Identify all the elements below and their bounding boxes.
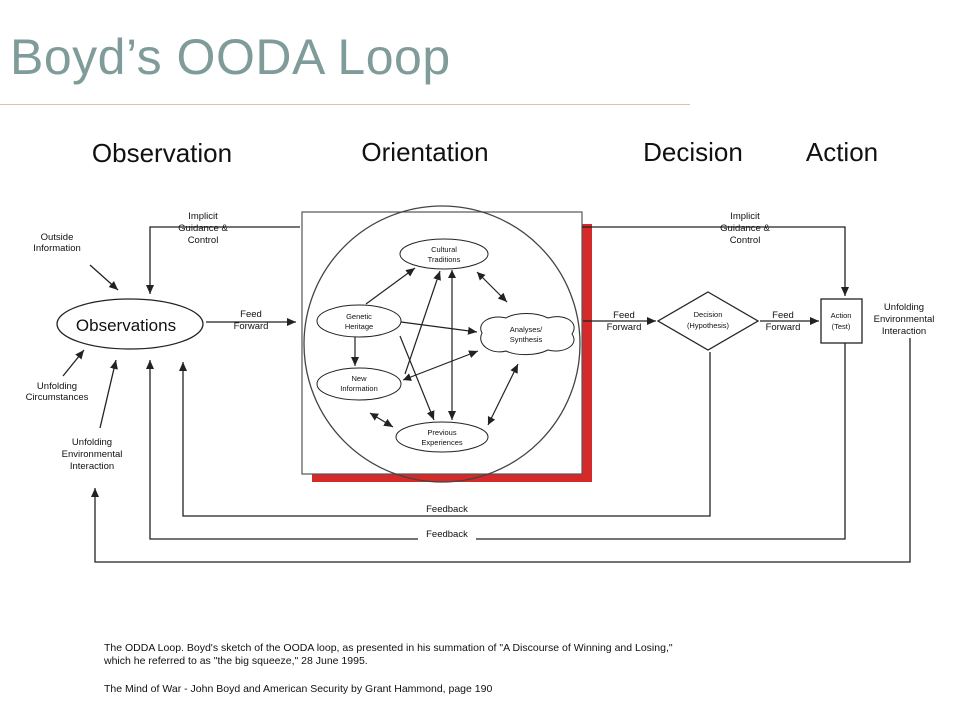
implicit-guidance-right-label: Implicit Guidance & Control xyxy=(720,211,770,246)
new-information-line2: Information xyxy=(340,384,378,393)
orientation-circle xyxy=(303,205,581,483)
svg-text:Environmental: Environmental xyxy=(62,449,123,460)
svg-text:Guidance &: Guidance & xyxy=(178,223,228,234)
orientation-arrows xyxy=(351,267,519,428)
previous-experiences-line2: Experiences xyxy=(421,438,463,447)
feedback-1-label: Feedback xyxy=(426,504,468,515)
caption-source: The Mind of War - John Boyd and American… xyxy=(104,683,493,695)
svg-text:Forward: Forward xyxy=(234,321,269,332)
caption-line1: The ODDA Loop. Boyd's sketch of the OODA… xyxy=(104,642,673,654)
previous-experiences-line1: Previous xyxy=(427,428,456,437)
svg-text:Feed: Feed xyxy=(613,310,635,321)
unfolding-env-right-label: Unfolding Environmental Interaction xyxy=(874,302,935,337)
unfolding-env-left-label: Unfolding Environmental Interaction xyxy=(62,437,123,472)
analyses-synthesis-line2: Synthesis xyxy=(510,335,543,344)
svg-text:Interaction: Interaction xyxy=(70,461,114,472)
svg-text:Control: Control xyxy=(188,235,219,246)
svg-text:Forward: Forward xyxy=(607,322,642,333)
new-information-node: New Information xyxy=(316,367,402,401)
action-line1: Action xyxy=(831,311,852,320)
decision-node: Decision (Hypothesis) xyxy=(656,291,760,351)
new-information-line1: New xyxy=(351,374,367,383)
cultural-traditions-line2: Traditions xyxy=(428,255,461,264)
observations-label: Observations xyxy=(76,316,176,335)
analyses-synthesis-line1: Analyses/ xyxy=(510,325,543,334)
previous-experiences-node: Previous Experiences xyxy=(395,421,489,453)
unfolding-circumstances-label: Unfolding Circumstances xyxy=(26,381,89,403)
flow-lines xyxy=(62,226,911,563)
stage-action: Action xyxy=(806,137,878,167)
stage-observation: Observation xyxy=(92,138,232,168)
page-title: Boyd’s OODA Loop xyxy=(10,29,451,85)
svg-text:Information: Information xyxy=(33,243,81,254)
title-divider xyxy=(0,104,690,105)
svg-text:Implicit: Implicit xyxy=(730,211,760,222)
action-node: Action (Test) xyxy=(820,298,863,344)
svg-text:Guidance &: Guidance & xyxy=(720,223,770,234)
decision-line2: (Hypothesis) xyxy=(687,321,730,330)
svg-text:Forward: Forward xyxy=(766,322,801,333)
outside-information-label: Outside Information xyxy=(33,232,81,254)
svg-text:Implicit: Implicit xyxy=(188,211,218,222)
feed-forward-3-label: Feed Forward xyxy=(766,310,801,333)
svg-text:Unfolding: Unfolding xyxy=(884,302,924,313)
genetic-heritage-node: Genetic Heritage xyxy=(316,304,402,338)
stage-orientation: Orientation xyxy=(361,137,488,167)
svg-text:Feed: Feed xyxy=(240,309,262,320)
cultural-traditions-node: Cultural Traditions xyxy=(399,238,489,270)
caption-line2: which he referred to as "the big squeeze… xyxy=(104,655,368,667)
svg-text:Outside: Outside xyxy=(41,232,74,243)
svg-text:Circumstances: Circumstances xyxy=(26,392,89,403)
decision-line1: Decision xyxy=(694,310,723,319)
observations-node xyxy=(56,298,204,350)
genetic-heritage-line1: Genetic xyxy=(346,312,372,321)
svg-text:Control: Control xyxy=(730,235,761,246)
svg-text:Unfolding: Unfolding xyxy=(72,437,112,448)
analyses-synthesis-node: Analyses/ Synthesis xyxy=(480,313,575,356)
implicit-guidance-left-label: Implicit Guidance & Control xyxy=(178,211,228,246)
stage-decision: Decision xyxy=(643,137,743,167)
svg-text:Unfolding: Unfolding xyxy=(37,381,77,392)
action-line2: (Test) xyxy=(832,322,851,331)
cultural-traditions-line1: Cultural xyxy=(431,245,457,254)
genetic-heritage-line2: Heritage xyxy=(345,322,373,331)
feedback-2-label: Feedback xyxy=(426,529,468,540)
svg-text:Interaction: Interaction xyxy=(882,326,926,337)
feed-forward-1-label: Feed Forward xyxy=(234,309,269,332)
svg-text:Environmental: Environmental xyxy=(874,314,935,325)
svg-text:Feed: Feed xyxy=(772,310,794,321)
feed-forward-2-label: Feed Forward xyxy=(607,310,642,333)
